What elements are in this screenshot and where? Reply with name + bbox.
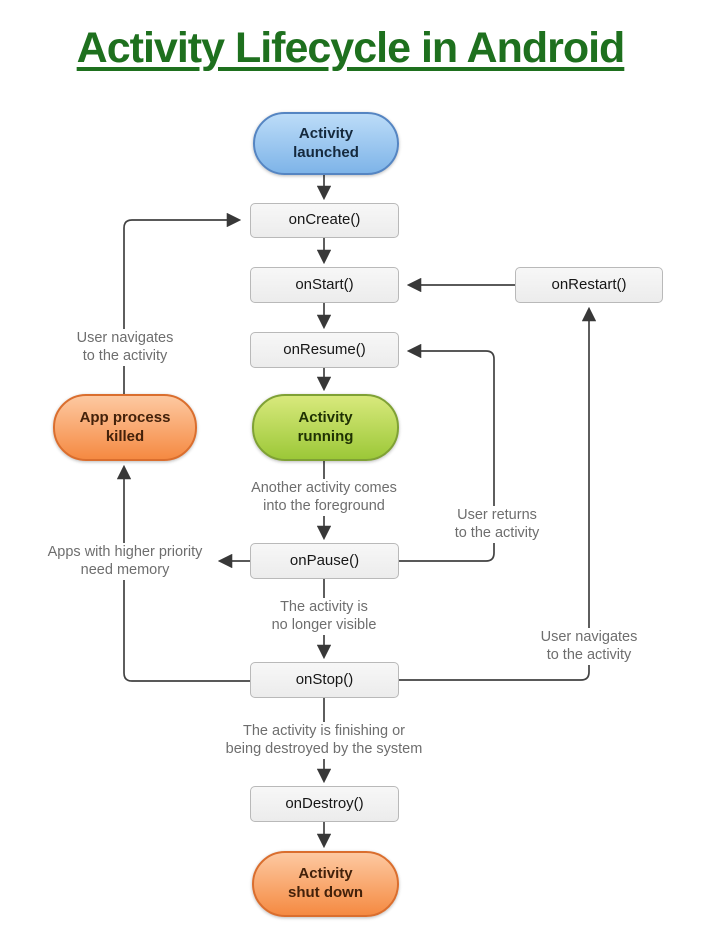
node-onrestart: onRestart() <box>515 267 663 303</box>
node-oncreate: onCreate() <box>250 203 399 238</box>
edge-killed-to-oncreate <box>123 212 242 394</box>
edge-label-user-returns: User returns to the activity <box>450 506 544 543</box>
node-onstart: onStart() <box>250 267 399 303</box>
node-onresume: onResume() <box>250 332 399 368</box>
node-onpause: onPause() <box>250 543 399 579</box>
node-activity-shutdown: Activity shut down <box>252 851 399 917</box>
node-activity-running: Activity running <box>252 394 399 461</box>
edge-label-not-visible: The activity is no longer visible <box>267 598 381 635</box>
node-activity-launched: Activity launched <box>253 112 399 175</box>
edge-label-higher-priority: Apps with higher priority need memory <box>43 543 207 580</box>
edge-label-user-navigates-right: User navigates to the activity <box>536 628 642 665</box>
edge-onstop-to-killed <box>116 464 250 682</box>
edge-label-another-activity: Another activity comes into the foregrou… <box>247 479 401 516</box>
node-ondestroy: onDestroy() <box>250 786 399 822</box>
edge-onstop-to-onrestart <box>399 306 597 681</box>
node-app-process-killed: App process killed <box>53 394 197 461</box>
page-title: Activity Lifecycle in Android <box>76 24 626 72</box>
node-onstop: onStop() <box>250 662 399 698</box>
edge-label-user-navigates-left: User navigates to the activity <box>72 329 178 366</box>
edge-label-finishing: The activity is finishing or being destr… <box>221 722 427 759</box>
edge-onpause-to-onresume <box>399 343 495 562</box>
